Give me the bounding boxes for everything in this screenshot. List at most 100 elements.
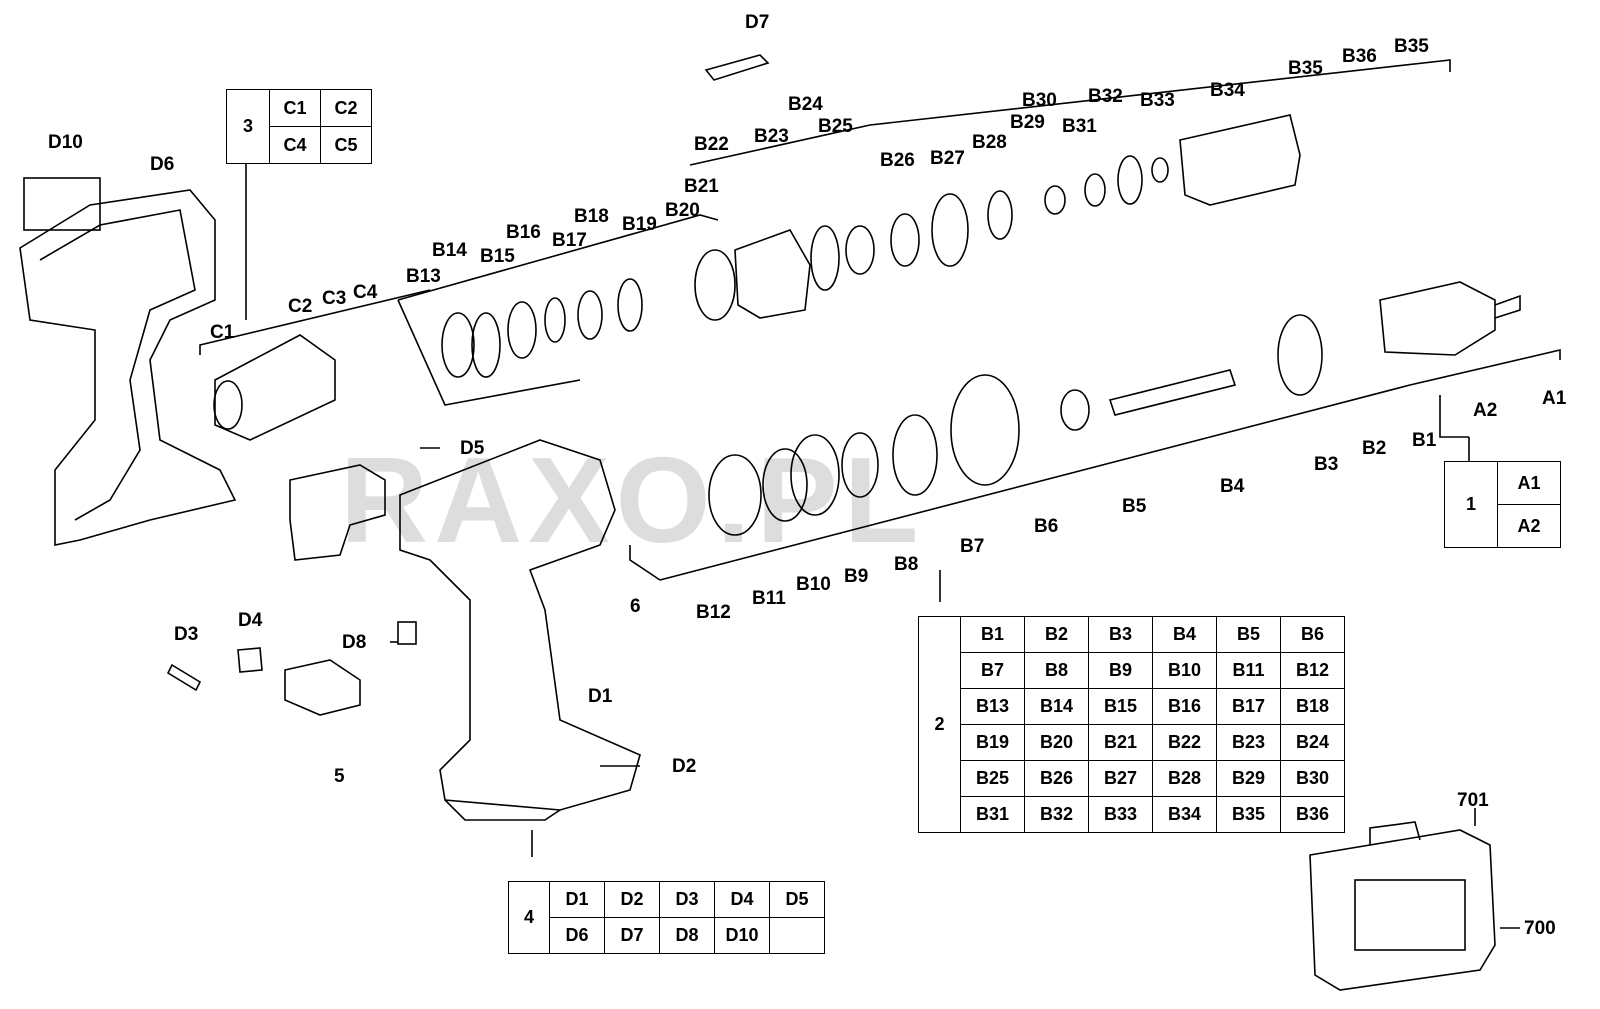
table-cell: B22 bbox=[1152, 724, 1217, 761]
table-cell: B7 bbox=[960, 652, 1025, 689]
table-cell: B6 bbox=[1280, 616, 1345, 653]
label-a1: A1 bbox=[1542, 388, 1567, 409]
table-cell: D3 bbox=[659, 881, 715, 918]
group-number: 3 bbox=[226, 89, 270, 164]
label-b12: B12 bbox=[696, 602, 731, 623]
gear-case-part bbox=[1179, 114, 1301, 206]
label-b27: B27 bbox=[930, 148, 965, 169]
label-b6: B6 bbox=[1034, 516, 1058, 537]
table-cell: C2 bbox=[320, 89, 372, 127]
parts-table-group-2: 2 B1 B2 B3 B4 B5 B6 B7 B8 B9 B10 B11 B12… bbox=[918, 616, 1345, 833]
table-cell: B4 bbox=[1152, 616, 1217, 653]
table-cell: A2 bbox=[1497, 504, 1561, 548]
table-cell: D10 bbox=[714, 917, 770, 954]
table-cell: B26 bbox=[1024, 760, 1089, 797]
group-number: 1 bbox=[1444, 461, 1498, 548]
table-cell: B25 bbox=[960, 760, 1025, 797]
group-number: 4 bbox=[508, 881, 550, 954]
table-cell: B5 bbox=[1216, 616, 1281, 653]
table-cell: B33 bbox=[1088, 796, 1153, 833]
table-cell: D5 bbox=[769, 881, 825, 918]
label-b35-left: B35 bbox=[1288, 58, 1323, 79]
gear-housing-part bbox=[734, 229, 811, 319]
table-cell: C1 bbox=[269, 89, 321, 127]
label-b8: B8 bbox=[894, 554, 918, 575]
table-cell: D4 bbox=[714, 881, 770, 918]
label-701: 701 bbox=[1457, 790, 1489, 811]
table-cell: B29 bbox=[1216, 760, 1281, 797]
parts-table-group-4: 4 D1 D2 D3 D4 D5 D6 D7 D8 D10 bbox=[508, 881, 825, 954]
group-number: 2 bbox=[918, 616, 961, 833]
label-d4: D4 bbox=[238, 610, 263, 631]
small-part-d4 bbox=[237, 647, 263, 673]
table-cell: B8 bbox=[1024, 652, 1089, 689]
battery-clip-part bbox=[284, 659, 361, 716]
label-b18: B18 bbox=[574, 206, 609, 227]
table-cell: B23 bbox=[1216, 724, 1281, 761]
label-b30: B30 bbox=[1022, 90, 1057, 111]
table-cell: B11 bbox=[1216, 652, 1281, 689]
label-b16: B16 bbox=[506, 222, 541, 243]
table-cell: B15 bbox=[1088, 688, 1153, 725]
spindle-part bbox=[1108, 369, 1237, 416]
table-cell: B12 bbox=[1280, 652, 1345, 689]
label-b20: B20 bbox=[665, 200, 700, 221]
parts-table-group-1: 1 A1 A2 bbox=[1444, 461, 1561, 548]
label-b28: B28 bbox=[972, 132, 1007, 153]
label-d3: D3 bbox=[174, 624, 198, 645]
label-b21: B21 bbox=[684, 176, 719, 197]
label-b19: B19 bbox=[622, 214, 657, 235]
table-cell: B21 bbox=[1088, 724, 1153, 761]
table-cell: B13 bbox=[960, 688, 1025, 725]
housing-right-part bbox=[399, 439, 641, 811]
label-d5: D5 bbox=[460, 438, 485, 459]
switch-part bbox=[289, 464, 386, 561]
label-b3: B3 bbox=[1314, 454, 1338, 475]
label-b35-right: B35 bbox=[1394, 36, 1429, 57]
table-cell: C5 bbox=[320, 126, 372, 164]
label-b24: B24 bbox=[788, 94, 823, 115]
table-cell: D1 bbox=[549, 881, 605, 918]
label-d1: D1 bbox=[588, 686, 613, 707]
label-b33: B33 bbox=[1140, 90, 1175, 111]
label-c4: C4 bbox=[353, 282, 378, 303]
label-b2: B2 bbox=[1362, 438, 1386, 459]
carrying-case-part bbox=[1309, 829, 1496, 991]
table-cell: B36 bbox=[1280, 796, 1345, 833]
table-cell: B35 bbox=[1216, 796, 1281, 833]
table-cell: B10 bbox=[1152, 652, 1217, 689]
label-b14: B14 bbox=[432, 240, 467, 261]
label-700: 700 bbox=[1524, 918, 1556, 939]
table-cell: B18 bbox=[1280, 688, 1345, 725]
small-part-d3 bbox=[166, 663, 202, 692]
table-cell: B2 bbox=[1024, 616, 1089, 653]
table-cell: B32 bbox=[1024, 796, 1089, 833]
label-b26: B26 bbox=[880, 150, 915, 171]
label-b25: B25 bbox=[818, 116, 853, 137]
label-b22: B22 bbox=[694, 134, 729, 155]
label-b15: B15 bbox=[480, 246, 515, 267]
table-cell: D8 bbox=[659, 917, 715, 954]
table-cell: D2 bbox=[604, 881, 660, 918]
table-cell: B34 bbox=[1152, 796, 1217, 833]
label-b32: B32 bbox=[1088, 86, 1123, 107]
label-b23: B23 bbox=[754, 126, 789, 147]
label-b29: B29 bbox=[1010, 112, 1045, 133]
small-part-d8 bbox=[397, 621, 417, 645]
table-cell: B17 bbox=[1216, 688, 1281, 725]
table-cell: B16 bbox=[1152, 688, 1217, 725]
parts-table-group-3: 3 C1 C2 C4 C5 bbox=[226, 89, 372, 164]
chuck-part bbox=[1379, 281, 1496, 356]
label-b11: B11 bbox=[752, 588, 786, 609]
table-cell: B28 bbox=[1152, 760, 1217, 797]
label-b4: B4 bbox=[1220, 476, 1245, 497]
label-b9: B9 bbox=[844, 566, 868, 587]
label-c1: C1 bbox=[210, 322, 235, 343]
table-cell: D6 bbox=[549, 917, 605, 954]
label-d8: D8 bbox=[342, 632, 366, 653]
label-b7: B7 bbox=[960, 536, 984, 557]
label-a2: A2 bbox=[1473, 400, 1497, 421]
label-d2: D2 bbox=[672, 756, 696, 777]
label-b36: B36 bbox=[1342, 46, 1377, 67]
